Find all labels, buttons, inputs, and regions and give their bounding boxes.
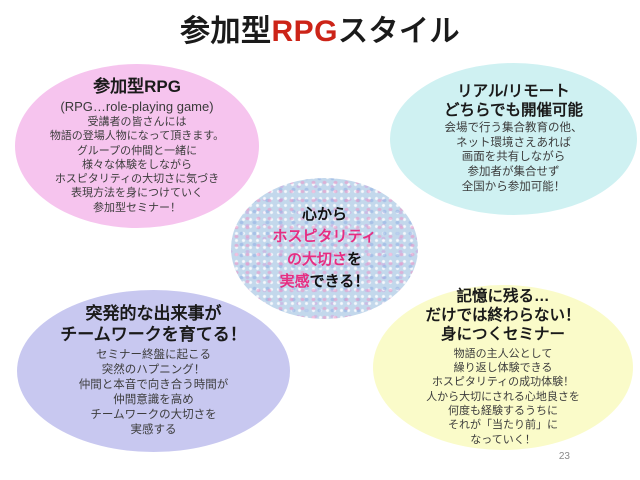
page-number: 23 (558, 451, 570, 462)
text-line: 様々な体験をしながら (81, 158, 192, 171)
text-line: 参加型セミナー！ (92, 201, 181, 214)
text-line: 参加者が集合せず (467, 166, 560, 179)
text-line: 何度も経験するうちに (448, 405, 558, 417)
title-line: 身につくセミナー (440, 325, 565, 343)
bubble-teamwork: 突発的な出来事がチームワークを育てる！ セミナー終盤に起こる突然のハプニング！ 仲… (17, 290, 290, 452)
text-segment: できる！ (309, 273, 370, 290)
text-segment: 参加型 (179, 15, 272, 48)
text-line: 実感する (130, 423, 177, 436)
text-line: 全国から参加可能！ (461, 181, 566, 194)
text-segment: の大切さ (286, 250, 347, 268)
text-segment: スタイル (338, 15, 460, 48)
text-line: 会場で行う集合教育の他、 (444, 121, 583, 134)
text-line: 仲間と本音で向き合う時間が (78, 378, 229, 391)
bubble-body: 物語の主人公として繰り返し体験できるホスピタリティの成功体験！人から大切にされる… (426, 347, 580, 447)
text-line: 物語の登場人物になって頂きます。 (49, 130, 225, 143)
text-line: の大切さを (272, 249, 376, 272)
text-line: ネット環境さえあれば (456, 136, 571, 149)
text-line: 繰り返し体験できる (453, 362, 553, 375)
bubble-body: 受講者の皆さんには物語の登場人物になって頂きます。グループの仲間と一緒に様々な体… (50, 115, 224, 215)
bubble-subtitle: (RPG…role-playing game) (60, 98, 214, 114)
text-line: なっていく！ (470, 433, 536, 446)
bubble-real-remote: リアル/リモートどちらでも開催可能 会場で行う集合教育の他、ネット環境さえあれば… (390, 63, 637, 215)
bubble-title: 記憶に残る…だけでは終わらない！身につくセミナー (425, 288, 580, 345)
bubble-title: 参加型RPG (93, 76, 181, 96)
text-line: セミナー終盤に起こる (96, 348, 211, 361)
text-line: チームワークの大切さを (90, 408, 217, 421)
text-line: それが「当たり前」に (448, 419, 558, 432)
title-line: 記憶に残る… (456, 288, 550, 306)
bubble-title: 突発的な出来事がチームワークを育てる！ (60, 304, 247, 345)
title-line: 突発的な出来事が (85, 304, 222, 324)
bubble-body: 会場で行う集合教育の他、ネット環境さえあれば画面を共有しながら参加者が集合せず全… (445, 121, 583, 196)
text-line: ホスピタリティ (272, 226, 376, 249)
bubble-hospitality-core: 心からホスピタリティの大切さを実感できる！ (231, 178, 418, 319)
text-line: 実感できる！ (272, 271, 376, 294)
text-segment: を (346, 250, 362, 268)
title-line: だけでは終わらない！ (425, 307, 581, 324)
title-line: どちらでも開催可能 (443, 101, 584, 119)
text-line: ホスピタリティの大切さに気づき (54, 173, 220, 186)
text-line: ホスピタリティの成功体験！ (431, 376, 575, 389)
text-segment: RPG (271, 15, 338, 48)
text-line: グループの仲間と一緒に (76, 144, 198, 157)
bubble-title: リアル/リモートどちらでも開催可能 (444, 83, 583, 121)
text-line: 受講者の皆さんには (87, 115, 187, 128)
title-line: リアル/リモート (457, 82, 570, 100)
text-line: 物語の主人公として (453, 347, 553, 360)
text-segment: 実感 (279, 273, 310, 290)
page-title: 参加型RPGスタイル (0, 6, 640, 50)
bubble-body: セミナー終盤に起こる突然のハプニング！ 仲間と本音で向き合う時間が仲間意識を高めチ… (79, 348, 229, 438)
title-line: チームワークを育てる！ (60, 325, 247, 345)
bubble-body: 心からホスピタリティの大切さを実感できる！ (272, 204, 376, 294)
bubble-memorable-seminar: 記憶に残る…だけでは終わらない！身につくセミナー 物語の主人公として繰り返し体験… (373, 285, 633, 450)
text-line: 画面を共有しながら (461, 151, 566, 164)
text-line: 心から (272, 204, 376, 227)
text-line: 人から大切にされる心地良さを (426, 390, 580, 403)
text-line: 表現方法を身につけていく (70, 187, 203, 200)
text-line: 仲間意識を高め (113, 393, 194, 406)
bubble-participatory-rpg: 参加型RPG (RPG…role-playing game) 受講者の皆さんには… (15, 64, 259, 228)
text-segment: ホスピタリティ (272, 228, 377, 245)
text-line: 突然のハプニング！ (101, 363, 206, 376)
text-segment: 心から (301, 205, 347, 223)
